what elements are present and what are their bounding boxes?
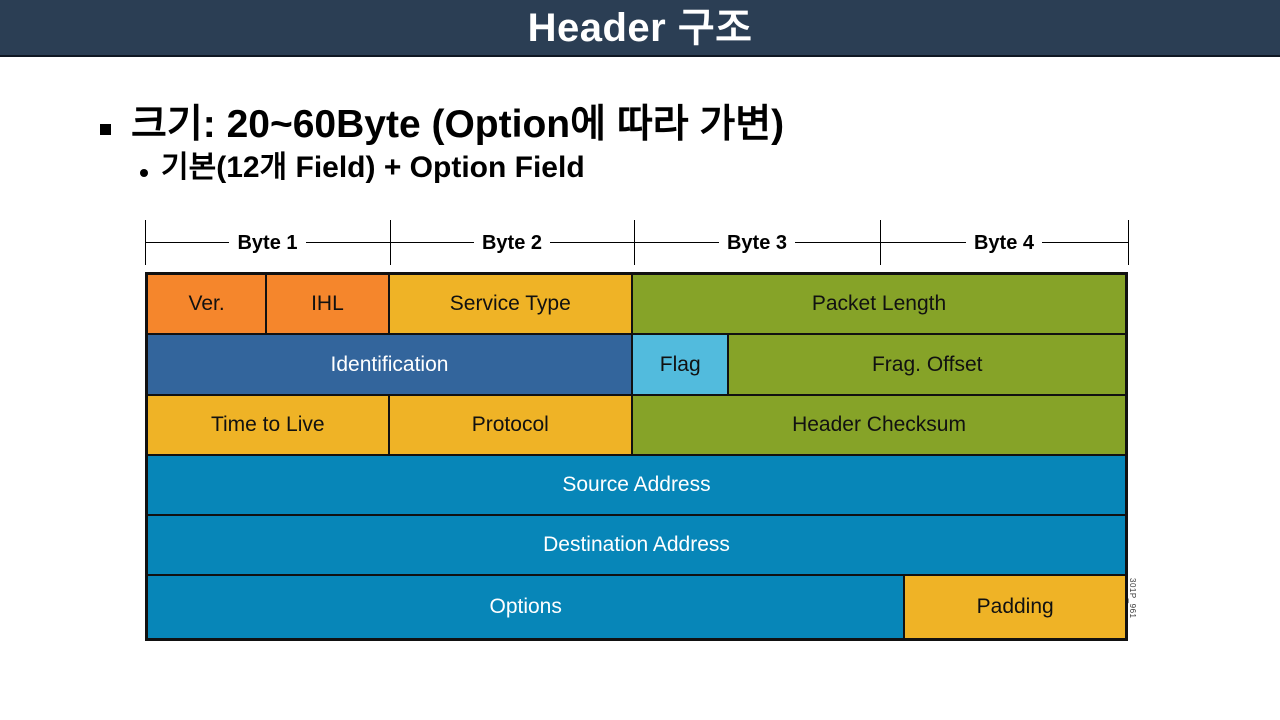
ruler-label-1: Byte 1 — [229, 232, 306, 253]
byte-ruler: Byte 1 Byte 2 Byte 3 Byte 4 — [145, 220, 1129, 265]
ruler-segment-3: Byte 3 — [634, 220, 880, 265]
bullet-level2: 기본(12개 Field) + Option Field — [140, 151, 1100, 184]
ruler-segment-2: Byte 2 — [390, 220, 634, 265]
header-field-time-to-live: Time to Live — [148, 396, 390, 456]
header-field-identification: Identification — [148, 335, 634, 396]
header-field-options: Options — [148, 576, 906, 638]
ruler-segment-1: Byte 1 — [145, 220, 390, 265]
header-field-service-type: Service Type — [389, 275, 634, 335]
ruler-label-4: Byte 4 — [965, 232, 1043, 253]
ruler-tick-4 — [1128, 220, 1129, 265]
header-field-padding: Padding — [905, 576, 1125, 638]
header-field-source-address: Source Address — [148, 456, 1125, 516]
header-row: Destination Address — [148, 516, 1125, 576]
header-field-ihl: IHL — [267, 275, 390, 335]
ruler-tick-0 — [145, 220, 146, 265]
dot-bullet-icon — [140, 168, 148, 177]
ruler-label-3: Byte 3 — [718, 232, 796, 253]
header-field-ver: Ver. — [148, 275, 268, 335]
ruler-segment-4: Byte 4 — [880, 220, 1128, 265]
header-row: Source Address — [148, 456, 1125, 516]
header-field-packet-length: Packet Length — [633, 275, 1125, 335]
ruler-label-2: Byte 2 — [473, 232, 551, 253]
ruler-tick-1 — [390, 220, 391, 265]
bullet-list: 크기: 20~60Byte (Option에 따라 가변) 기본(12개 Fie… — [100, 103, 1100, 184]
slide-title-bar: Header 구조 — [0, 0, 1280, 57]
page-title: Header 구조 — [527, 5, 753, 50]
watermark-label: 301P_961 — [1128, 578, 1137, 619]
ruler-tick-2 — [634, 220, 635, 265]
header-field-destination-address: Destination Address — [148, 516, 1125, 576]
bullet-level1-label: 크기: 20~60Byte (Option에 따라 가변) — [131, 103, 785, 146]
bullet-level1: 크기: 20~60Byte (Option에 따라 가변) — [100, 103, 1100, 147]
bullet-level2-label: 기본(12개 Field) + Option Field — [161, 150, 585, 184]
header-field-frag-offset: Frag. Offset — [729, 335, 1125, 396]
header-field-flag: Flag — [633, 335, 730, 396]
header-field-header-checksum: Header Checksum — [633, 396, 1125, 456]
square-bullet-icon — [100, 124, 111, 135]
header-field-protocol: Protocol — [389, 396, 634, 456]
ruler-tick-3 — [880, 220, 881, 265]
ruler-baseline — [145, 242, 1128, 243]
